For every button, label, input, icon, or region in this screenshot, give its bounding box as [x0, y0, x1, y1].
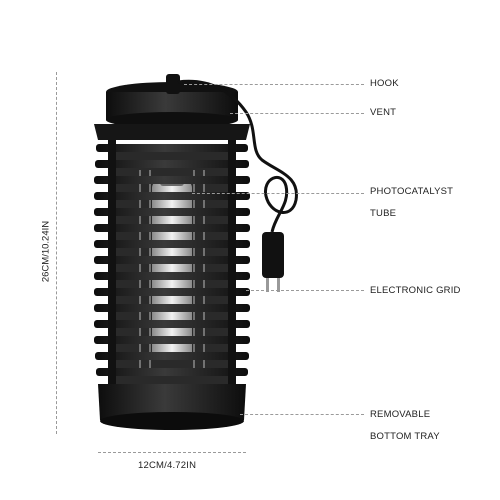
- cage-posts: [108, 140, 236, 390]
- leader-bottom-tray: [240, 414, 364, 415]
- height-dimension-label: 26CM/10.24IN: [40, 220, 52, 283]
- label-electronic-grid: ELECTRONIC GRID: [370, 285, 461, 296]
- label-removable: REMOVABLE: [370, 409, 431, 420]
- label-bottom-tray: BOTTOM TRAY: [370, 431, 440, 442]
- label-vent: VENT: [370, 107, 397, 118]
- leader-vent: [230, 113, 364, 114]
- label-hook: HOOK: [370, 78, 399, 89]
- hook: [166, 74, 180, 94]
- power-plug: [262, 232, 284, 292]
- cage-fins: [94, 144, 250, 376]
- power-cord: [177, 79, 298, 233]
- leader-hook: [184, 84, 364, 85]
- top-cap: [94, 82, 250, 140]
- label-photocatalyst: PHOTOCATALYST: [370, 186, 454, 197]
- leader-photocatalyst: [192, 193, 364, 194]
- width-dimension-label: 12CM/4.72IN: [138, 460, 197, 471]
- leader-electronic-grid: [246, 290, 364, 291]
- label-tube: TUBE: [370, 208, 397, 219]
- bottom-tray: [98, 384, 246, 430]
- width-dimension-line: [98, 452, 246, 453]
- height-dimension-line: [56, 72, 57, 434]
- photocatalyst-tube: [152, 176, 192, 360]
